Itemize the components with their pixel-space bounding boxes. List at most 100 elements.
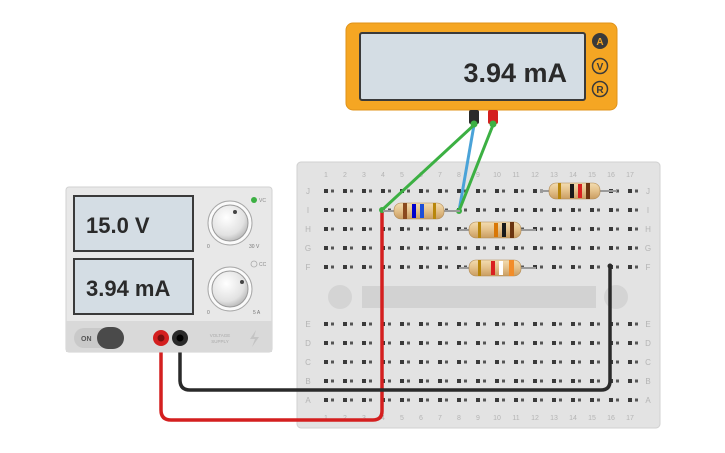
breadboard-hole[interactable] [438, 227, 442, 231]
breadboard-hole[interactable] [635, 227, 638, 231]
breadboard-hole[interactable] [426, 246, 429, 250]
breadboard-hole[interactable] [407, 265, 410, 269]
breadboard-hole[interactable] [483, 341, 486, 345]
breadboard-hole[interactable] [457, 379, 461, 383]
breadboard-hole[interactable] [590, 379, 594, 383]
power-switch[interactable]: ON [74, 327, 124, 349]
breadboard-hole[interactable] [578, 360, 581, 364]
wire-blue[interactable] [457, 124, 476, 212]
resistor-r4[interactable] [540, 182, 617, 200]
breadboard-hole[interactable] [438, 398, 442, 402]
breadboard-hole[interactable] [609, 208, 613, 212]
breadboard-hole[interactable] [514, 246, 518, 250]
breadboard-hole[interactable] [400, 360, 404, 364]
breadboard-hole[interactable] [635, 379, 638, 383]
breadboard-hole[interactable] [400, 246, 404, 250]
breadboard-hole[interactable] [324, 322, 328, 326]
breadboard-hole[interactable] [331, 341, 334, 345]
breadboard-hole[interactable] [445, 227, 448, 231]
breadboard-hole[interactable] [388, 379, 391, 383]
breadboard-hole[interactable] [540, 341, 543, 345]
breadboard-hole[interactable] [457, 398, 461, 402]
breadboard-hole[interactable] [438, 341, 442, 345]
breadboard-hole[interactable] [419, 341, 423, 345]
breadboard-hole[interactable] [628, 322, 632, 326]
breadboard-hole[interactable] [438, 322, 442, 326]
breadboard-hole[interactable] [476, 379, 480, 383]
breadboard-hole[interactable] [552, 379, 556, 383]
breadboard-hole[interactable] [407, 360, 410, 364]
breadboard-hole[interactable] [597, 208, 600, 212]
breadboard-hole[interactable] [540, 208, 543, 212]
breadboard-hole[interactable] [616, 246, 619, 250]
breadboard-hole[interactable] [407, 379, 410, 383]
breadboard-hole[interactable] [388, 227, 391, 231]
breadboard-hole[interactable] [628, 227, 632, 231]
breadboard-hole[interactable] [343, 398, 347, 402]
breadboard-hole[interactable] [571, 360, 575, 364]
breadboard-hole[interactable] [571, 379, 575, 383]
breadboard-hole[interactable] [343, 360, 347, 364]
breadboard-hole[interactable] [476, 246, 480, 250]
breadboard-hole[interactable] [628, 246, 632, 250]
breadboard-hole[interactable] [521, 341, 524, 345]
breadboard-hole[interactable] [590, 322, 594, 326]
breadboard-hole[interactable] [597, 379, 600, 383]
breadboard-hole[interactable] [590, 246, 594, 250]
wires[interactable] [159, 123, 613, 422]
breadboard-hole[interactable] [502, 189, 505, 193]
breadboard-hole[interactable] [552, 398, 556, 402]
breadboard-hole[interactable] [514, 379, 518, 383]
breadboard-hole[interactable] [559, 265, 562, 269]
breadboard-hole[interactable] [540, 322, 543, 326]
breadboard-hole[interactable] [331, 189, 334, 193]
breadboard-hole[interactable] [483, 189, 486, 193]
breadboard-hole[interactable] [362, 398, 366, 402]
breadboard-hole[interactable] [552, 322, 556, 326]
breadboard-hole[interactable] [369, 360, 372, 364]
breadboard-hole[interactable] [445, 341, 448, 345]
breadboard-hole[interactable] [400, 322, 404, 326]
breadboard-hole[interactable] [533, 398, 537, 402]
breadboard-hole[interactable] [407, 341, 410, 345]
breadboard-hole[interactable] [369, 208, 372, 212]
breadboard-hole[interactable] [521, 189, 524, 193]
breadboard-hole[interactable] [407, 398, 410, 402]
breadboard-hole[interactable] [464, 208, 467, 212]
breadboard-hole[interactable] [597, 246, 600, 250]
breadboard-hole[interactable] [400, 398, 404, 402]
wire-green-2[interactable] [457, 124, 495, 212]
resistors[interactable] [383, 182, 617, 277]
breadboard-hole[interactable] [476, 322, 480, 326]
breadboard-hole[interactable] [407, 322, 410, 326]
breadboard-hole[interactable] [324, 341, 328, 345]
breadboard-hole[interactable] [616, 265, 619, 269]
breadboard-hole[interactable] [590, 227, 594, 231]
breadboard-hole[interactable] [343, 227, 347, 231]
breadboard-hole[interactable] [419, 379, 423, 383]
multimeter[interactable]: 3.94 mA A V R [345, 22, 618, 128]
breadboard-hole[interactable] [597, 360, 600, 364]
breadboard-hole[interactable] [502, 208, 505, 212]
breadboard-hole[interactable] [331, 227, 334, 231]
breadboard-hole[interactable] [438, 265, 442, 269]
breadboard-hole[interactable] [495, 208, 499, 212]
breadboard-hole[interactable] [388, 322, 391, 326]
breadboard-hole[interactable] [552, 227, 556, 231]
breadboard-hole[interactable] [540, 379, 543, 383]
breadboard-hole[interactable] [483, 246, 486, 250]
breadboard-hole[interactable] [616, 379, 619, 383]
breadboard-hole[interactable] [578, 208, 581, 212]
breadboard-hole[interactable] [457, 341, 461, 345]
breadboard-hole[interactable] [495, 246, 499, 250]
breadboard-hole[interactable] [445, 265, 448, 269]
breadboard-hole[interactable] [483, 322, 486, 326]
breadboard-hole[interactable] [476, 360, 480, 364]
breadboard-hole[interactable] [476, 341, 480, 345]
breadboard-hole[interactable] [388, 360, 391, 364]
breadboard-hole[interactable] [369, 265, 372, 269]
breadboard-hole[interactable] [388, 265, 391, 269]
breadboard-hole[interactable] [616, 398, 619, 402]
breadboard-hole[interactable] [552, 341, 556, 345]
breadboard-hole[interactable] [350, 398, 353, 402]
